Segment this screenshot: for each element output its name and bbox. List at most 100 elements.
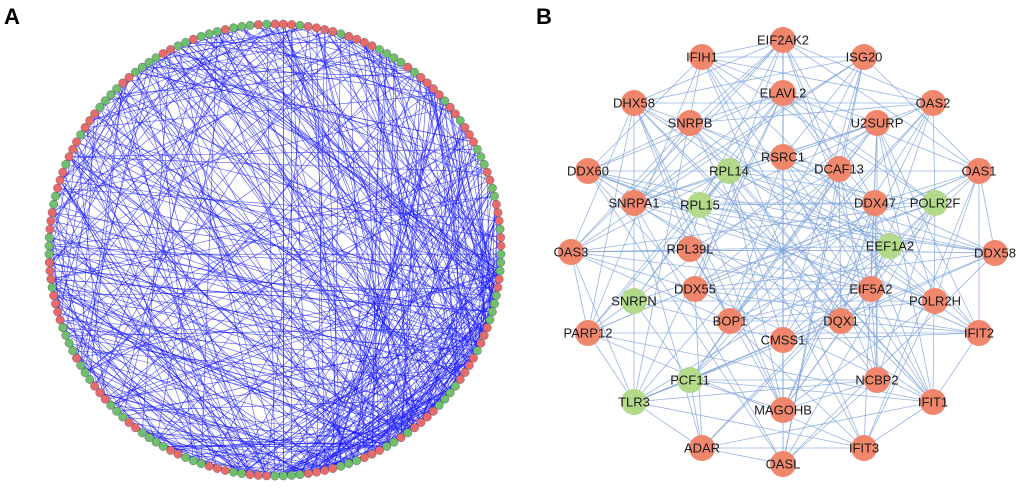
gene-node-ddx55: DDX55 (674, 276, 716, 302)
edge (729, 320, 865, 449)
edge (876, 122, 980, 334)
network-node (375, 446, 384, 455)
node-label: BOP1 (713, 314, 748, 329)
edge (225, 303, 495, 471)
edge (782, 56, 865, 158)
network-node (51, 191, 60, 201)
edge (444, 100, 499, 288)
edge (316, 27, 434, 412)
edge (283, 24, 415, 428)
edge (266, 24, 373, 455)
node-label: TLR3 (618, 395, 650, 410)
network-node (100, 394, 110, 404)
network-node (336, 29, 346, 39)
edge (633, 92, 784, 403)
network-node (328, 27, 338, 36)
network-node (455, 116, 465, 125)
edge (216, 31, 402, 438)
edge (51, 287, 380, 451)
edge (48, 245, 276, 477)
edge (142, 66, 500, 222)
network-node (482, 323, 492, 333)
edge (689, 379, 934, 403)
network-node (344, 459, 354, 469)
edge (876, 202, 936, 381)
network-node (118, 412, 128, 422)
edge (110, 134, 470, 406)
network-node (196, 459, 206, 469)
edge (135, 72, 334, 469)
edge (782, 379, 878, 411)
edge (689, 248, 872, 290)
edge (633, 56, 865, 104)
edge (729, 102, 934, 322)
edge (283, 319, 491, 477)
edge (782, 202, 936, 465)
edge (570, 245, 891, 253)
edge (316, 357, 474, 473)
network-node (460, 368, 470, 377)
edge (141, 67, 373, 455)
edge (570, 251, 696, 290)
node-circle (687, 192, 713, 218)
network-node (53, 183, 63, 193)
node-circle (621, 389, 647, 415)
node-label: ISG20 (846, 50, 883, 65)
network-node (76, 361, 86, 370)
node-label: OAS2 (916, 96, 951, 111)
network-node (410, 67, 419, 77)
edge (266, 24, 470, 366)
node-circle (920, 389, 946, 415)
gene-node-ifit2: IFIT2 (964, 320, 994, 346)
node-circle (717, 308, 743, 334)
network-node (476, 338, 486, 348)
edge (155, 253, 502, 443)
edge (414, 72, 495, 304)
edge (782, 379, 878, 465)
gene-node-rpl39l: RPL39L (667, 236, 713, 262)
edge (587, 170, 784, 251)
network-node (68, 144, 78, 154)
edge (155, 57, 491, 181)
edge (729, 288, 872, 322)
node-label: MAGOHB (754, 403, 812, 418)
edge (407, 212, 499, 433)
edge (782, 39, 980, 172)
network-b-edges (570, 39, 996, 465)
network-node (76, 130, 86, 139)
network-node (144, 57, 154, 67)
edge (201, 36, 428, 84)
node-label: DQX1 (823, 314, 858, 329)
node-circle (982, 240, 1008, 266)
edge (94, 113, 402, 438)
network-node (90, 109, 100, 119)
network-node (106, 400, 116, 410)
edge (371, 53, 388, 455)
node-label: OAS1 (962, 164, 997, 179)
network-node (367, 449, 377, 459)
node-label: RPL15 (680, 198, 720, 213)
edge (49, 228, 481, 344)
edge (135, 427, 276, 477)
gene-node-ddx60: DDX60 (567, 158, 609, 184)
edge (51, 287, 333, 469)
edge (62, 327, 470, 366)
edge (60, 179, 501, 238)
edge (141, 66, 451, 393)
edge (782, 245, 891, 341)
network-node (487, 307, 497, 317)
node-circle (826, 156, 852, 182)
node-circle (677, 236, 703, 262)
edge (729, 56, 865, 322)
edge (633, 39, 784, 104)
edge (420, 212, 499, 423)
network-node (445, 388, 455, 398)
edge (699, 102, 934, 206)
edge (233, 27, 456, 115)
edge (699, 204, 891, 247)
edge (332, 31, 445, 102)
edge (62, 171, 497, 296)
edge (699, 204, 784, 411)
